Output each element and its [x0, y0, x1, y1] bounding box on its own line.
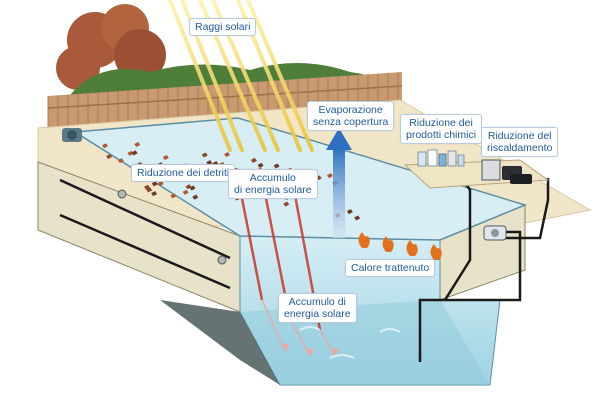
- heat-flame-icon: [430, 244, 442, 260]
- skimmer: [483, 225, 507, 241]
- sun-ray-fade: [261, 299, 286, 351]
- debris-leaf: [201, 152, 208, 158]
- debris-leaf: [102, 143, 109, 149]
- sun-ray-beam: [168, 0, 232, 152]
- label-heat-retained: Calore trattenuto: [345, 259, 436, 277]
- heat-flame-icon: [406, 240, 418, 256]
- debris-leaf: [257, 162, 264, 168]
- background-tree: [56, 4, 166, 90]
- debris-leaf: [127, 150, 134, 156]
- label-solar-accum-bottom-line1: Accumulo di: [288, 296, 346, 308]
- debris-leaf: [157, 181, 164, 187]
- debris-leaf: [106, 153, 113, 159]
- debris-leaf: [192, 194, 199, 200]
- label-heat-retained-text: Calore trattenuto: [351, 262, 430, 274]
- label-evaporation-line2: senza copertura: [313, 116, 389, 128]
- chemical-containers: [417, 149, 465, 167]
- debris-leaf: [206, 160, 213, 166]
- debris-leaf: [346, 209, 353, 215]
- debris-leaf: [283, 201, 290, 207]
- debris-leaf: [182, 189, 189, 195]
- debris-leaf: [134, 142, 141, 148]
- label-evaporation-line1: Evaporazione: [318, 104, 383, 116]
- debris-leaf: [273, 163, 280, 169]
- sun-ray-tip: [281, 344, 289, 352]
- debris-leaf: [151, 191, 158, 197]
- label-solar-accumulation-top: Accumulo di energia solare: [228, 169, 318, 199]
- label-debris-reduction: Riduzione dei detriti: [131, 164, 236, 182]
- heat-flame-icon: [382, 236, 394, 252]
- debris-leaf: [224, 151, 231, 157]
- wall-return-jet-2: [217, 255, 227, 265]
- label-heating-line2: riscaldamento: [487, 142, 553, 154]
- wall-return-jet: [117, 189, 127, 199]
- debris-leaf: [146, 187, 153, 193]
- debris-leaf: [185, 184, 192, 190]
- pool-heater: [481, 159, 532, 184]
- debris-leaf: [131, 150, 138, 156]
- sun-ray-tip: [331, 349, 339, 357]
- cover-reel: [62, 128, 82, 142]
- label-solar-accum-bottom-line2: energia solare: [284, 308, 351, 320]
- label-solar-accumulation-bottom: Accumulo di energia solare: [278, 293, 357, 323]
- pool-deep-end-shadow: [160, 300, 280, 385]
- label-solar-accum-top-line2: di energia solare: [234, 184, 312, 196]
- debris-leaf: [162, 154, 169, 160]
- label-evaporation: Evaporazione senza copertura: [307, 101, 395, 131]
- debris-leaf: [354, 215, 361, 221]
- label-chemicals-line1: Riduzione dei: [409, 117, 473, 129]
- label-heating-reduction: Riduzione del riscaldamento: [481, 127, 559, 157]
- pool-floor-ripples: [299, 326, 401, 359]
- label-solar-accum-top-line1: Accumulo: [249, 172, 296, 184]
- heat-flame-icon: [358, 232, 370, 248]
- debris-leaf: [170, 193, 177, 199]
- debris-leaf: [326, 173, 333, 179]
- debris-leaf: [151, 181, 158, 187]
- label-debris-text: Riduzione dei detriti: [137, 167, 230, 179]
- retained-heat-flames: [358, 232, 442, 260]
- evaporation-arrow: [326, 128, 352, 238]
- label-solar-rays: Raggi solari: [189, 18, 257, 36]
- label-chemicals-reduction: Riduzione dei prodotti chimici: [400, 114, 483, 144]
- sun-ray-beam: [246, 0, 314, 152]
- label-heating-line1: Riduzione del: [487, 130, 552, 142]
- plumbing-pipes: [59, 174, 550, 362]
- label-chemicals-line2: prodotti chimici: [406, 129, 477, 141]
- label-solar-rays-text: Raggi solari: [195, 21, 251, 33]
- debris-leaf: [250, 157, 257, 163]
- debris-leaf: [117, 158, 124, 164]
- sun-ray-tip: [306, 349, 314, 357]
